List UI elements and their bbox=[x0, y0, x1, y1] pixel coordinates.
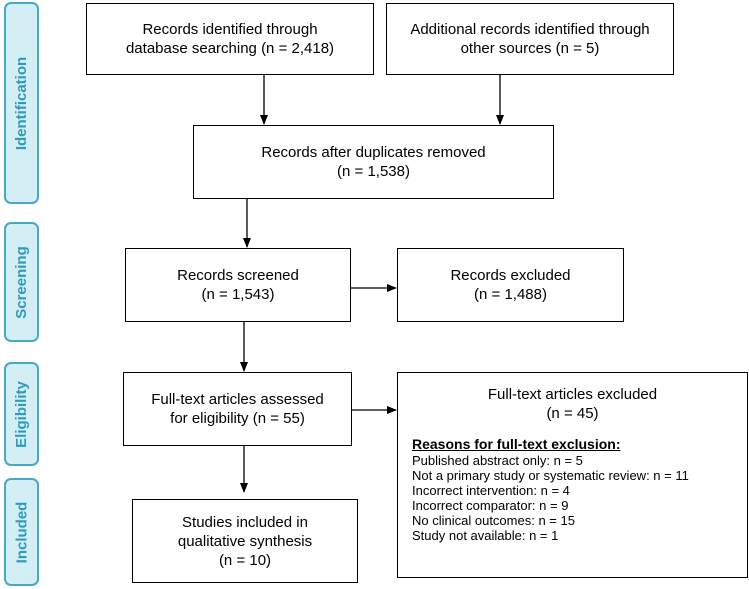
phase-included-label: Included bbox=[13, 501, 31, 563]
exclusion-reason-item: No clinical outcomes: n = 15 bbox=[412, 513, 575, 528]
other-sources-line2: other sources (n = 5) bbox=[460, 40, 600, 57]
database-search-box: Records identified through database sear… bbox=[86, 3, 374, 75]
database-search-line1: Records identified through bbox=[142, 21, 318, 38]
fulltext-excluded-line1: Full-text articles excluded bbox=[487, 386, 658, 403]
exclusion-reason-item: Incorrect intervention: n = 4 bbox=[412, 483, 570, 498]
exclusion-reason-item: Not a primary study or systematic review… bbox=[412, 468, 689, 483]
studies-included-box: Studies included in qualitative synthesi… bbox=[132, 499, 358, 583]
fulltext-excluded-line2: (n = 45) bbox=[546, 405, 599, 422]
database-search-line2: database searching (n = 2,418) bbox=[125, 40, 335, 57]
phase-eligibility: Eligibility bbox=[4, 362, 39, 466]
fulltext-excluded-box: Full-text articles excluded (n = 45) Rea… bbox=[397, 372, 748, 578]
records-excluded-line1: Records excluded bbox=[450, 267, 571, 284]
exclusion-reasons: Reasons for full-text exclusion: Publish… bbox=[398, 436, 747, 544]
phase-screening-label: Screening bbox=[13, 245, 30, 319]
exclusion-reason-item: Published abstract only: n = 5 bbox=[412, 453, 583, 468]
phase-eligibility-label: Eligibility bbox=[13, 380, 30, 448]
other-sources-box: Additional records identified through ot… bbox=[386, 3, 674, 75]
records-excluded-box: Records excluded (n = 1,488) bbox=[397, 248, 624, 322]
records-excluded-line2: (n = 1,488) bbox=[474, 286, 547, 303]
duplicates-removed-line1: Records after duplicates removed bbox=[261, 144, 486, 161]
records-screened-line2: (n = 1,543) bbox=[201, 286, 275, 303]
records-screened-box: Records screened (n = 1,543) bbox=[125, 248, 351, 322]
fulltext-assessed-line1: Full-text articles assessed bbox=[151, 391, 324, 408]
exclusion-reasons-title: Reasons for full-text exclusion: bbox=[412, 436, 621, 452]
records-screened-line1: Records screened bbox=[177, 267, 299, 284]
fulltext-assessed-box: Full-text articles assessed for eligibil… bbox=[123, 372, 352, 446]
duplicates-removed-line2: (n = 1,538) bbox=[337, 163, 410, 180]
studies-included-line3: (n = 10) bbox=[218, 551, 272, 569]
exclusion-reason-item: Incorrect comparator: n = 9 bbox=[412, 498, 569, 513]
phase-identification: Identification bbox=[4, 2, 39, 204]
exclusion-reason-item: Study not available: n = 1 bbox=[412, 528, 559, 543]
phase-screening: Screening bbox=[4, 222, 39, 342]
studies-included-line1: Studies included in bbox=[182, 513, 308, 531]
phase-included: Included bbox=[4, 478, 39, 586]
other-sources-line1: Additional records identified through bbox=[410, 21, 650, 38]
fulltext-assessed-line2: for eligibility (n = 55) bbox=[170, 410, 305, 427]
studies-included-line2: qualitative synthesis bbox=[177, 532, 313, 550]
phase-identification-label: Identification bbox=[13, 56, 30, 150]
duplicates-removed-box: Records after duplicates removed (n = 1,… bbox=[193, 125, 554, 199]
